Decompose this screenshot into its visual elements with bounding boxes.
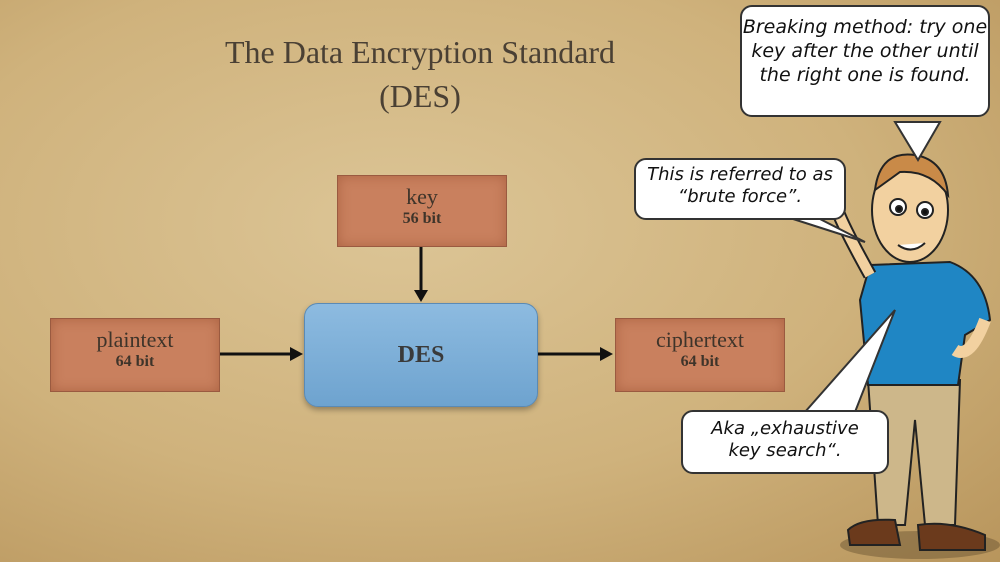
plaintext-box: plaintext 64 bit [50, 318, 220, 392]
plaintext-label: plaintext [96, 327, 174, 352]
arrow-des-to-ciphertext [537, 347, 613, 361]
presenter-character [831, 153, 1000, 559]
ciphertext-label: ciphertext [656, 327, 744, 352]
key-bits: 56 bit [402, 210, 442, 227]
des-box: DES [304, 303, 538, 407]
ciphertext-box: ciphertext 64 bit [615, 318, 785, 392]
key-label: key [406, 184, 438, 209]
speech-bubble-breaking: Breaking method: try one key after the o… [740, 5, 990, 117]
arrow-key-to-des [414, 247, 428, 302]
ciphertext-bits: 64 bit [680, 353, 720, 370]
slide-title: The Data Encryption Standard (DES) [140, 30, 700, 118]
bubble-tail-breaking [893, 121, 942, 162]
title-line-2: (DES) [379, 78, 461, 114]
speech-bubble-brute-force: This is referred to as “brute force”. [634, 158, 846, 220]
plaintext-bits: 64 bit [115, 353, 155, 370]
key-box: key 56 bit [337, 175, 507, 247]
arrow-plaintext-to-des [219, 347, 303, 361]
title-line-1: The Data Encryption Standard [224, 34, 616, 70]
speech-bubble-exhaustive-search: Aka „exhaustive key search“. [681, 410, 889, 474]
